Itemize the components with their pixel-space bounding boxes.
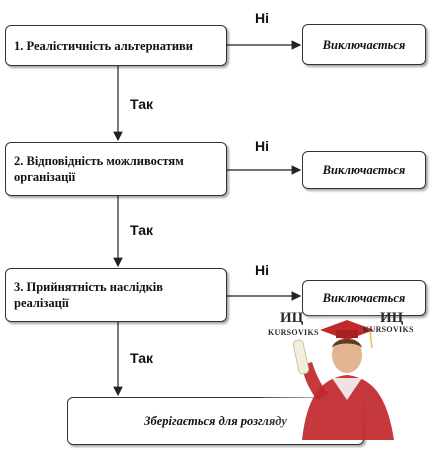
- no-label-2: Ні: [255, 138, 269, 154]
- final-box: Зберігається для розгляду: [67, 397, 364, 445]
- final-text: Зберігається для розгляду: [144, 414, 287, 428]
- excluded-box-1: Виключається: [302, 24, 426, 65]
- watermark-mark-right: ИЦ: [380, 310, 404, 326]
- yes-label-2: Так: [130, 222, 153, 238]
- step-2-text: 2. Відповідність можливостям організації: [14, 154, 184, 184]
- no-label-3: Ні: [255, 262, 269, 278]
- yes-label-3: Так: [130, 350, 153, 366]
- excluded-text-2: Виключається: [322, 163, 406, 177]
- excluded-text-1: Виключається: [322, 37, 406, 52]
- step-1-text: 1. Реалістичність альтернативи: [14, 38, 193, 53]
- watermark-mark-left: ИЦ: [280, 310, 304, 326]
- excluded-text-3: Виключається: [322, 291, 406, 305]
- excluded-box-2: Виключається: [302, 151, 426, 189]
- watermark-brand-left: KURSOVIKS: [268, 328, 319, 337]
- step-3-box: 3. Прийнятність наслідків реалізації: [5, 268, 227, 322]
- step-1-box: 1. Реалістичність альтернативи: [5, 25, 227, 66]
- step-2-box: 2. Відповідність можливостям організації: [5, 142, 227, 196]
- watermark-brand-right: KURSOVIKS: [363, 325, 414, 334]
- step-3-text: 3. Прийнятність наслідків реалізації: [14, 280, 164, 310]
- yes-label-1: Так: [130, 96, 153, 112]
- no-label-1: Ні: [255, 10, 269, 26]
- excluded-box-3: Виключається: [302, 280, 426, 316]
